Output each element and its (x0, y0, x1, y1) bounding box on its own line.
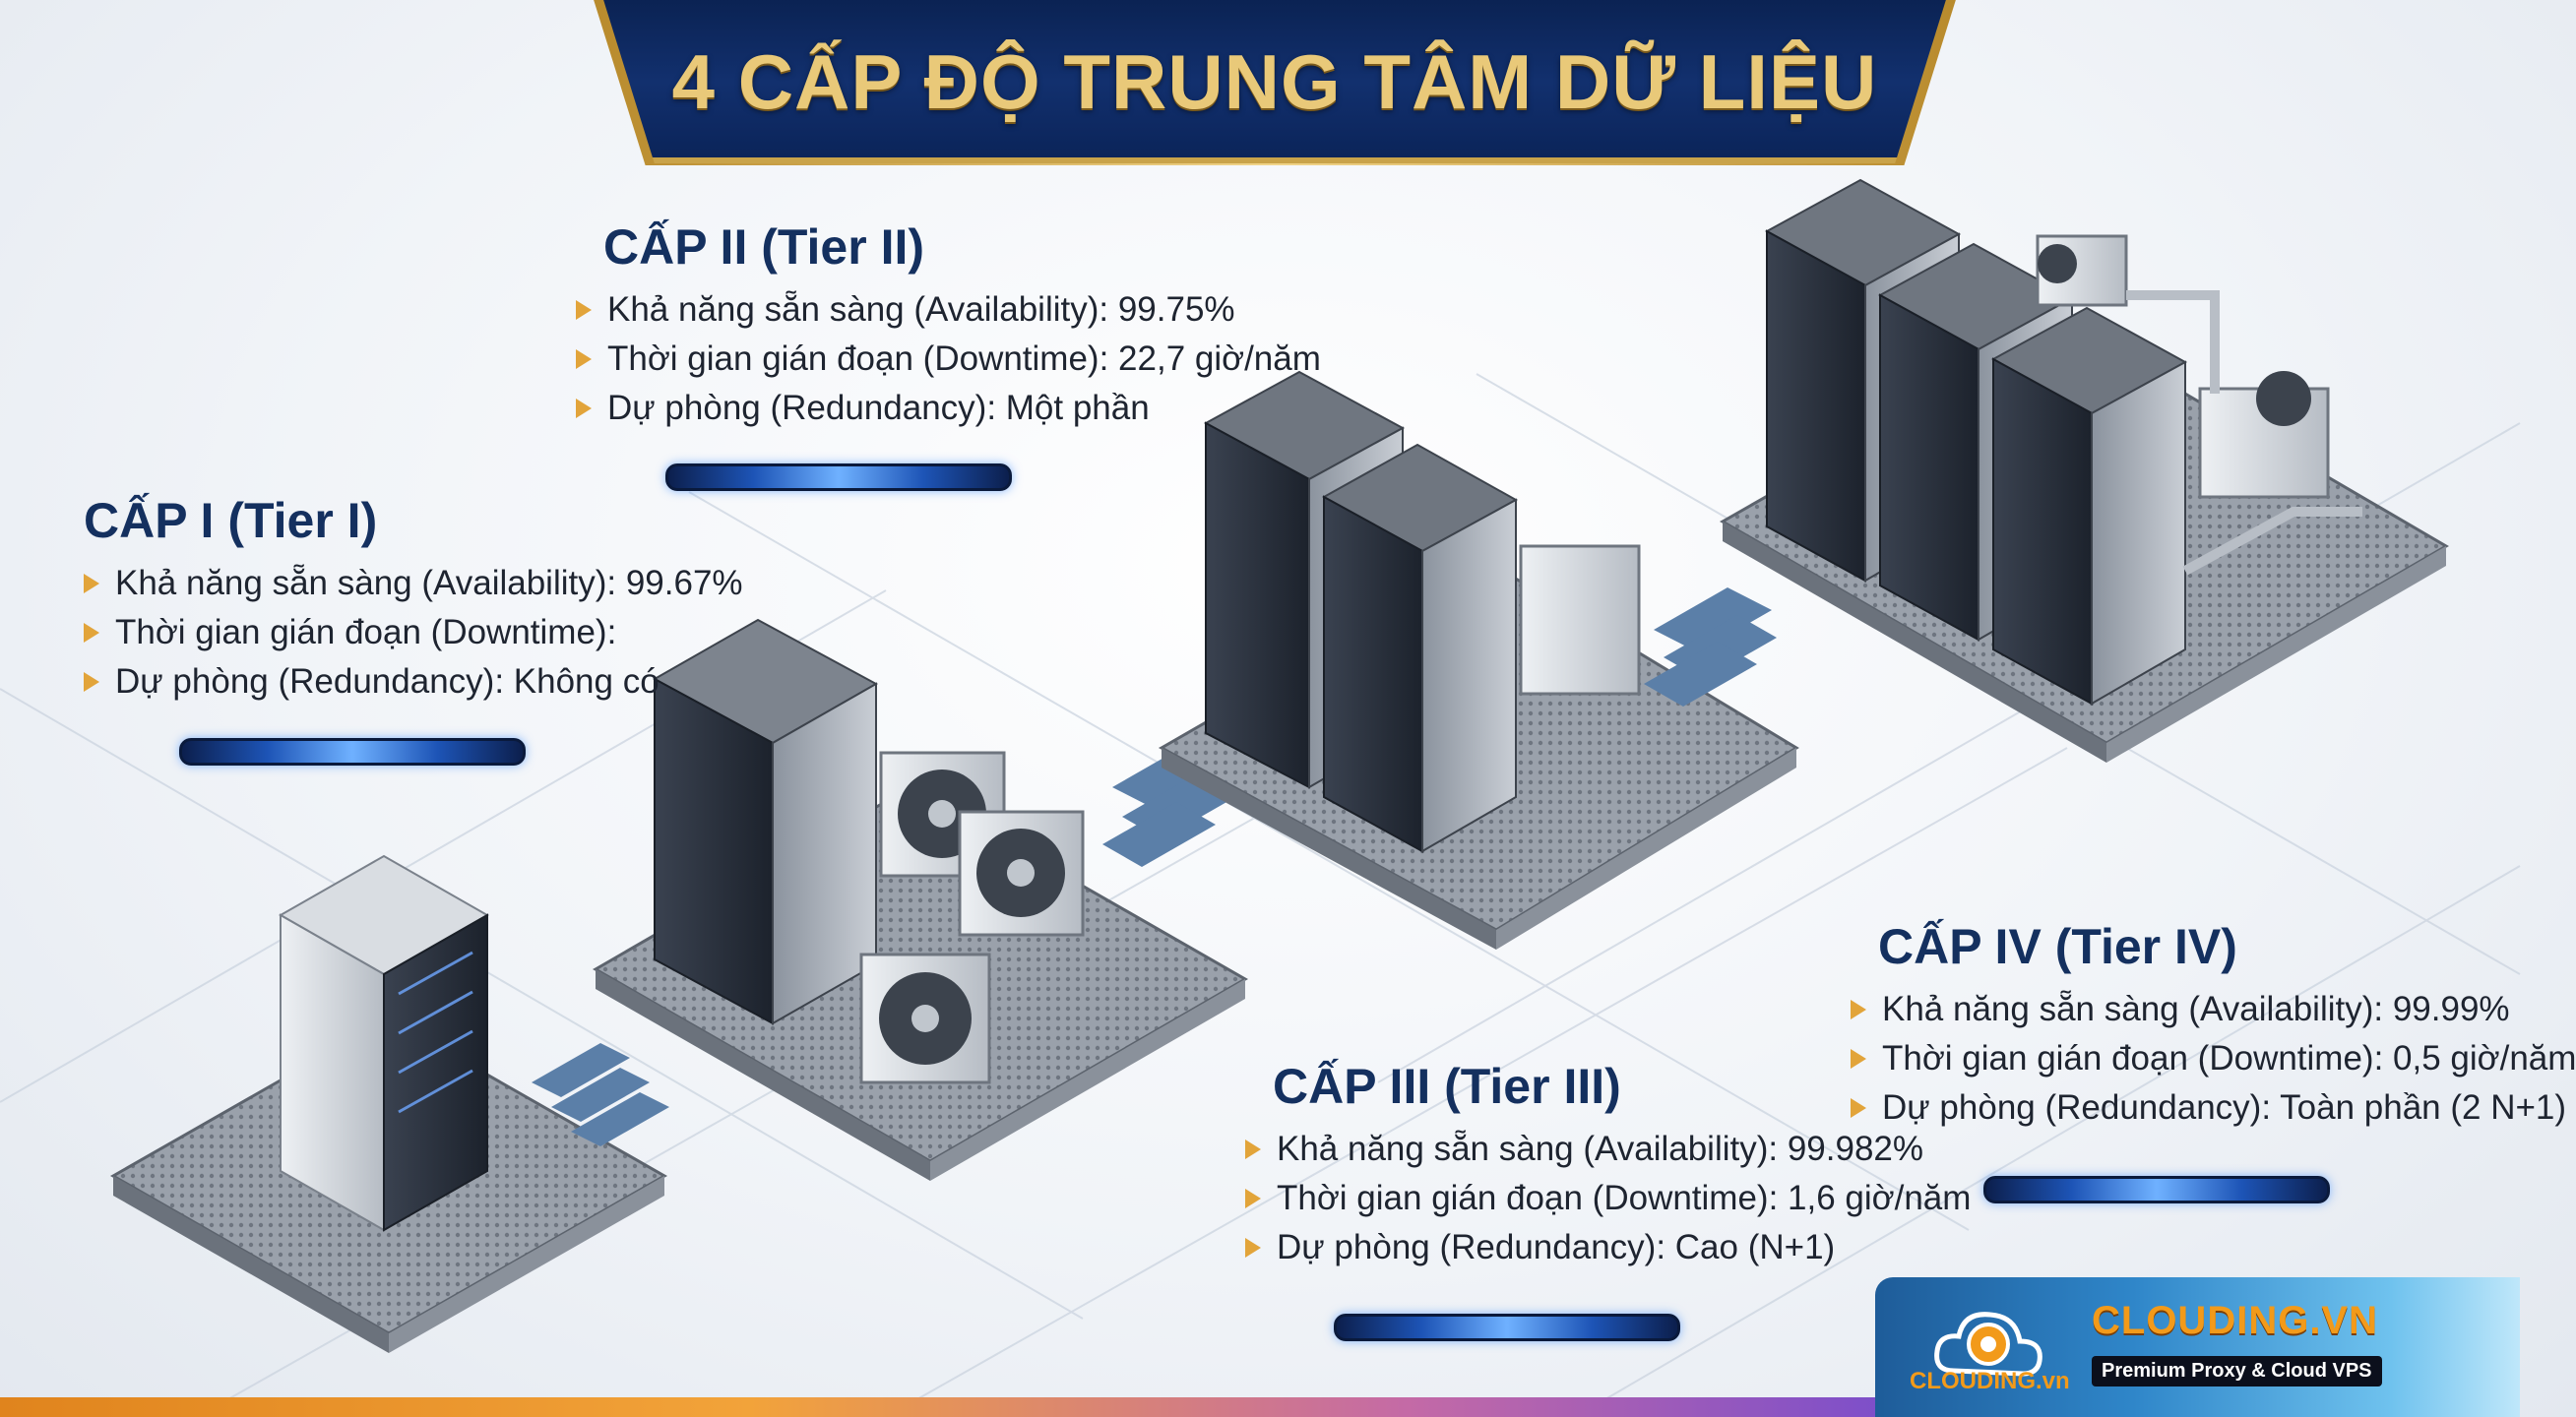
list-item: Thời gian gián đoạn (Downtime): (84, 608, 743, 657)
tier-heading: CẤP IV (Tier IV) (1878, 919, 2237, 974)
list-item: Khả năng sẵn sàng (Availability): 99.67% (84, 559, 743, 608)
redundancy-text: Dự phòng (Redundancy): Không có (115, 662, 660, 701)
cooling-units (859, 751, 1085, 1084)
tier-4-illustration (1719, 178, 2449, 763)
redundancy-text: Dự phòng (Redundancy): Toàn phần (2 N+1) (1882, 1088, 2567, 1127)
list-item: Dự phòng (Redundancy): Một phần (576, 384, 1321, 433)
downtime-text: Thời gian gián đoạn (Downtime): 1,6 giờ/… (1277, 1179, 1972, 1217)
list-item: Dự phòng (Redundancy): Không có (84, 657, 743, 707)
bullet-arrow-icon (576, 399, 592, 418)
tier-heading: CẤP I (Tier I) (84, 493, 378, 548)
list-item: Khả năng sẵn sàng (Availability): 99.75% (576, 285, 1321, 335)
tier-specs: Khả năng sẵn sàng (Availability): 99.982… (1245, 1125, 1971, 1272)
list-item: Dự phòng (Redundancy): Cao (N+1) (1245, 1223, 1971, 1272)
list-item: Thời gian gián đoạn (Downtime): 0,5 giờ/… (1851, 1034, 2576, 1083)
bullet-arrow-icon (576, 349, 592, 369)
datacenter-illustration (0, 178, 2521, 1417)
tier-2-illustration (592, 618, 1249, 1181)
downtime-text: Thời gian gián đoạn (Downtime): 0,5 giờ/… (1882, 1039, 2576, 1078)
cloud-logo-icon (1934, 1312, 2042, 1377)
page-title: 4 CẤP ĐỘ TRUNG TÂM DỮ LIỆU (671, 38, 1878, 125)
bottom-accent-stripe (0, 1397, 1875, 1417)
tier-specs: Khả năng sẵn sàng (Availability): 99.67%… (84, 559, 743, 707)
availability-text: Khả năng sẵn sàng (Availability): 99.982… (1277, 1130, 1924, 1168)
logo-mark-text: CLOUDING.vn (1910, 1368, 2070, 1394)
brand-name: CLOUDING.VN (2092, 1299, 2378, 1342)
availability-text: Khả năng sẵn sàng (Availability): 99.75% (607, 290, 1235, 329)
list-item: Khả năng sẵn sàng (Availability): 99.99% (1851, 985, 2576, 1034)
tier-3-illustration (1158, 370, 1799, 950)
tier-2-glow-bar (665, 463, 1012, 491)
tier-4-glow-bar (1983, 1176, 2330, 1203)
redundancy-text: Dự phòng (Redundancy): Một phần (607, 389, 1150, 427)
tier-heading: CẤP III (Tier III) (1273, 1059, 1621, 1114)
tier-1-block: CẤP I (Tier I) Khả năng sẵn sàng (Availa… (84, 492, 743, 707)
list-item: Dự phòng (Redundancy): Toàn phần (2 N+1) (1851, 1083, 2576, 1133)
availability-text: Khả năng sẵn sàng (Availability): 99.99% (1882, 990, 2510, 1028)
tier-heading: CẤP II (Tier II) (603, 219, 925, 275)
bullet-arrow-icon (84, 623, 99, 643)
bullet-arrow-icon (576, 300, 592, 320)
availability-text: Khả năng sẵn sàng (Availability): 99.67% (115, 564, 743, 602)
bullet-arrow-icon (84, 574, 99, 593)
tier-3-glow-bar (1334, 1314, 1680, 1341)
tier-2-block: CẤP II (Tier II) Khả năng sẵn sàng (Avai… (576, 218, 1321, 433)
tier-4-block: CẤP IV (Tier IV) Khả năng sẵn sàng (Avai… (1851, 918, 2576, 1133)
downtime-text: Thời gian gián đoạn (Downtime): (115, 613, 617, 651)
bullet-arrow-icon (1851, 1098, 1866, 1118)
list-item: Khả năng sẵn sàng (Availability): 99.982… (1245, 1125, 1971, 1174)
bullet-arrow-icon (1245, 1189, 1261, 1208)
tier-1-glow-bar (179, 738, 526, 766)
bullet-arrow-icon (1851, 1049, 1866, 1069)
brand-tagline: Premium Proxy & Cloud VPS (2092, 1356, 2382, 1386)
bullet-arrow-icon (1245, 1140, 1261, 1159)
bullet-arrow-icon (84, 672, 99, 692)
tier-specs: Khả năng sẵn sàng (Availability): 99.99%… (1851, 985, 2576, 1133)
list-item: Thời gian gián đoạn (Downtime): 22,7 giờ… (576, 335, 1321, 384)
redundancy-text: Dự phòng (Redundancy): Cao (N+1) (1277, 1228, 1836, 1266)
bullet-arrow-icon (1851, 1000, 1866, 1019)
bullet-arrow-icon (1245, 1238, 1261, 1258)
tier-specs: Khả năng sẵn sàng (Availability): 99.75%… (576, 285, 1321, 433)
tier-1-illustration (109, 854, 669, 1353)
tier-3-block: CẤP III (Tier III) Khả năng sẵn sàng (Av… (1245, 1058, 1971, 1272)
downtime-text: Thời gian gián đoạn (Downtime): 22,7 giờ… (607, 339, 1321, 378)
list-item: Thời gian gián đoạn (Downtime): 1,6 giờ/… (1245, 1174, 1971, 1223)
title-banner (600, 0, 1949, 163)
